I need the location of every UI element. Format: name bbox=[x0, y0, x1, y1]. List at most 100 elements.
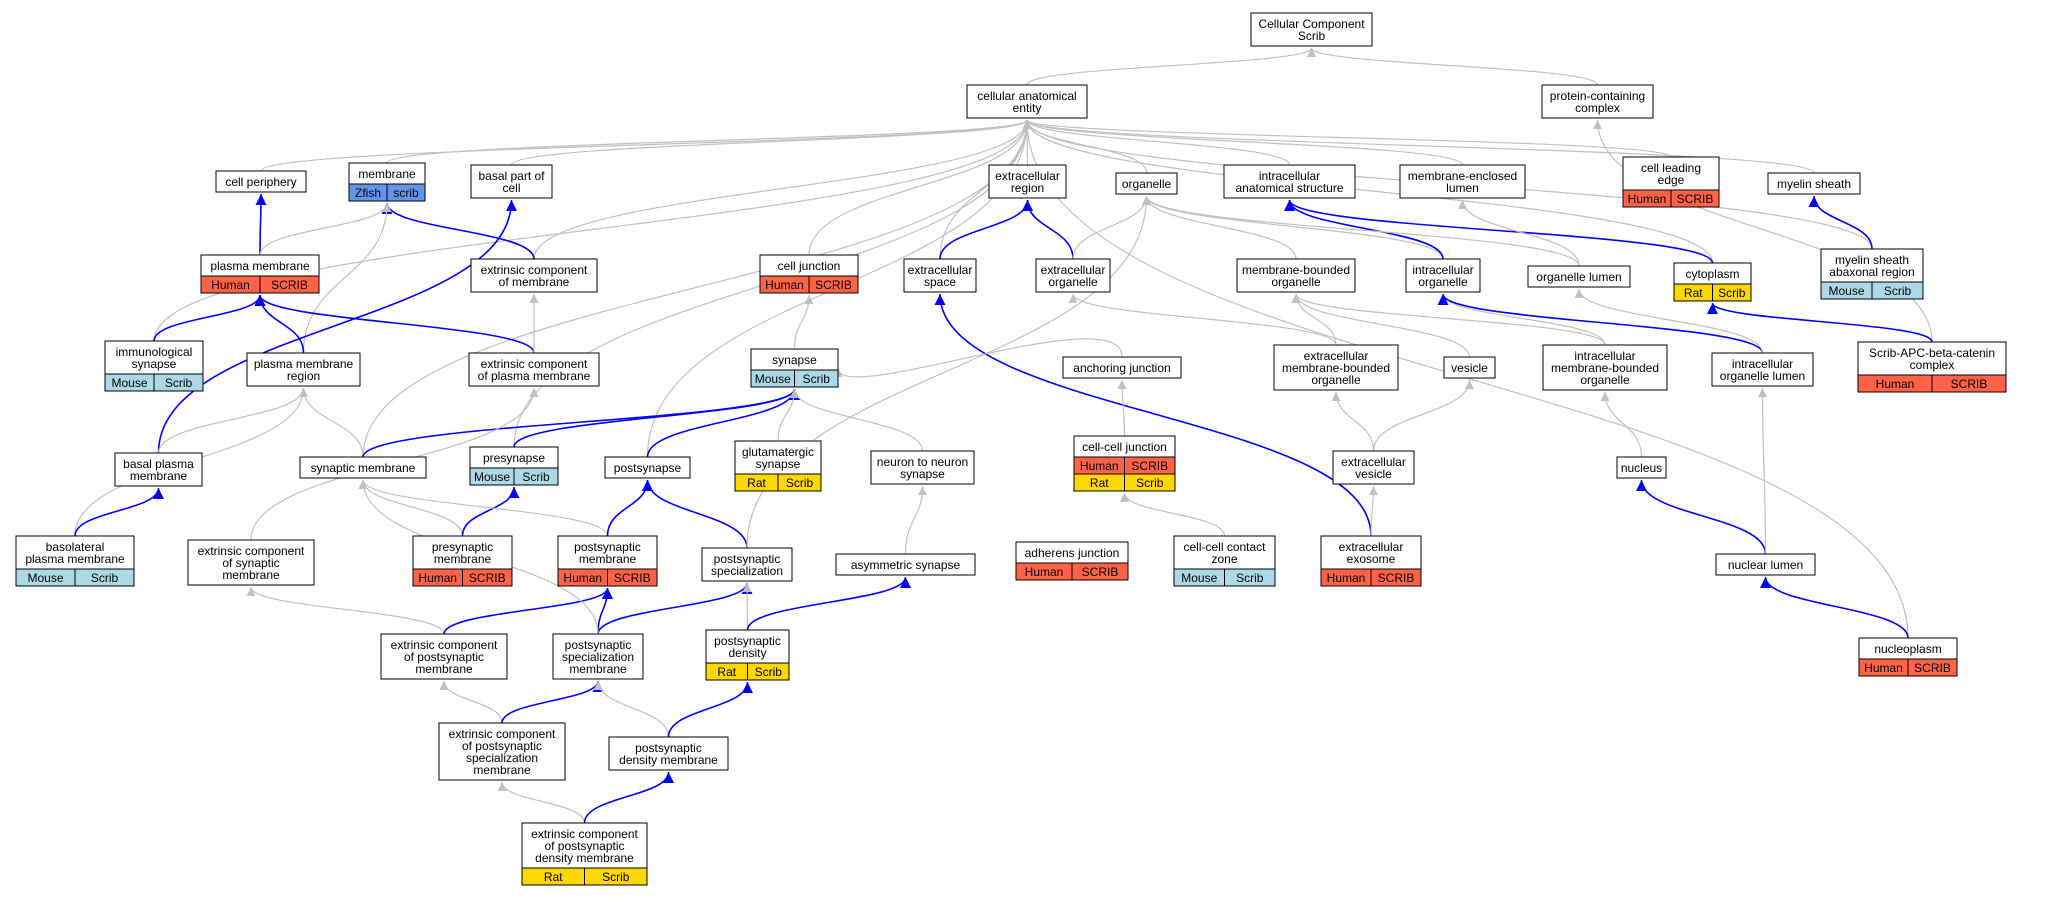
species-badge-label: Mouse bbox=[27, 571, 63, 585]
term-node-aj[interactable]: anchoring junction bbox=[1062, 356, 1182, 379]
term-label-line: region bbox=[1011, 181, 1044, 195]
term-node-org[interactable]: organelle bbox=[1115, 172, 1178, 195]
term-label-line: adherens junction bbox=[1025, 546, 1120, 560]
term-node-post[interactable]: postsynapse bbox=[604, 456, 691, 479]
term-label-line: density membrane bbox=[535, 851, 634, 865]
edge-sapc-to-cyt bbox=[1707, 302, 1933, 343]
edge-ecpssm-to-ecpsm bbox=[439, 680, 503, 724]
edge-ps-to-post bbox=[642, 479, 748, 549]
edge-psm-to-ps bbox=[597, 582, 753, 635]
term-label-line: anchoring junction bbox=[1073, 361, 1170, 375]
term-label-line: organelle bbox=[1418, 275, 1468, 289]
edge-pdm-to-pd bbox=[667, 681, 753, 738]
edge-sapc-to-pcc bbox=[1593, 119, 1933, 343]
term-node-nuc[interactable]: nucleus bbox=[1616, 456, 1667, 479]
term-node-nl[interactable]: nuclear lumen bbox=[1715, 553, 1816, 576]
edge-pre-to-syn bbox=[513, 388, 800, 448]
term-label-line: synapse bbox=[132, 357, 177, 371]
term-node-sm[interactable]: synaptic membrane bbox=[299, 456, 427, 479]
term-label-line: Scrib bbox=[1298, 29, 1326, 43]
term-node-as[interactable]: asymmetric synapse bbox=[835, 553, 976, 576]
species-badge-label: Scrib bbox=[522, 470, 550, 484]
edge-prem-to-pre bbox=[461, 486, 520, 537]
edge-pdm-to-psm bbox=[593, 680, 670, 738]
species-badge-label: SCRIB bbox=[1131, 459, 1168, 473]
species-badge-human bbox=[1931, 374, 2007, 393]
term-node-cp[interactable]: cell periphery bbox=[215, 170, 307, 193]
term-box bbox=[1405, 258, 1481, 293]
term-label-line: organelle bbox=[1311, 373, 1361, 387]
term-node-ves[interactable]: vesicle bbox=[1443, 356, 1496, 379]
edge-pm-to-mem bbox=[259, 202, 392, 256]
term-label-line: synapse bbox=[900, 467, 945, 481]
term-label-line: complex bbox=[1910, 358, 1955, 372]
term-label-line: postsynaptic bbox=[714, 552, 781, 566]
species-badge-mouse bbox=[513, 467, 559, 486]
term-node-ms[interactable]: myelin sheath bbox=[1767, 172, 1861, 195]
term-label-line: specialization bbox=[466, 751, 538, 765]
species-badge-label: Human bbox=[418, 571, 457, 585]
term-node-ol[interactable]: organelle lumen bbox=[1527, 265, 1631, 288]
species-badge-mouse bbox=[153, 373, 204, 392]
term-label-line: membrane-bounded bbox=[1242, 263, 1350, 277]
term-label-line: intracellular bbox=[1259, 169, 1320, 183]
species-badge-mouse bbox=[1224, 568, 1276, 587]
species-badge-human bbox=[607, 568, 658, 587]
edge-aj-to-syn bbox=[833, 338, 1123, 378]
edge-nns-to-syn bbox=[790, 388, 924, 452]
edge-embo-to-eo bbox=[1068, 293, 1337, 346]
term-label-line: of postsynaptic bbox=[544, 839, 624, 853]
term-box bbox=[380, 633, 508, 680]
species-badge-label: Human bbox=[765, 278, 804, 292]
term-box bbox=[1616, 456, 1667, 479]
